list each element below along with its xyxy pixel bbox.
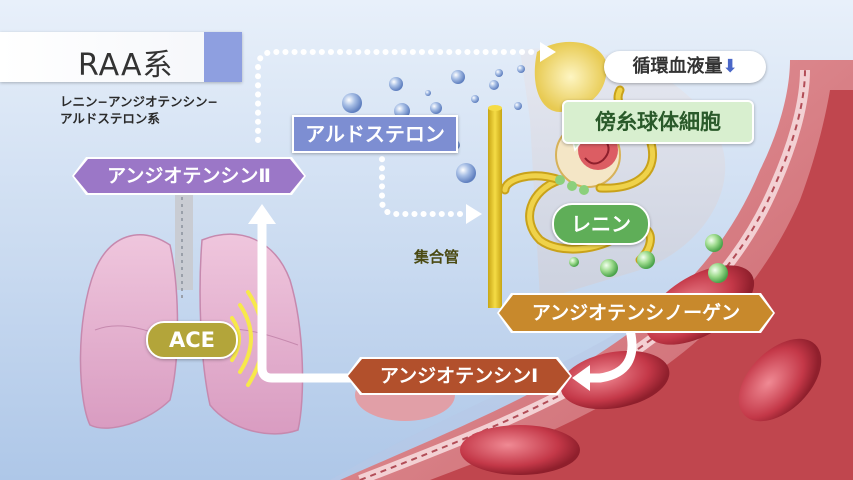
title-accent xyxy=(204,32,242,82)
blood-vessel-icon xyxy=(330,60,853,480)
aldosterone-label: アルドステロン xyxy=(292,115,458,153)
title-bar: RAA系 xyxy=(0,32,242,83)
dotted-arrow-head xyxy=(466,204,482,224)
angiotensinogen-label: アンジオテンシノーゲン xyxy=(499,295,773,331)
subtitle-line: レニン−アンジオテンシン− xyxy=(60,94,218,109)
collecting-duct-icon xyxy=(488,105,502,308)
renin-label: レニン xyxy=(552,203,650,245)
angiotensin-1-label: アンジオテンシンⅠ xyxy=(348,359,570,393)
lung-icon xyxy=(79,190,304,435)
dotted-arrow-icon xyxy=(255,49,543,217)
down-arrow-icon: ⬇ xyxy=(722,56,738,77)
ace-label: ACE xyxy=(146,321,238,359)
juxtaglomerular-label: 傍糸球体細胞 xyxy=(562,100,754,144)
flow-arrows xyxy=(248,204,637,391)
page-title: RAA系 xyxy=(78,48,174,83)
renin-particles xyxy=(569,234,728,307)
blood-volume-label: 循環血液量⬇ xyxy=(604,51,766,83)
angiotensin-2-label: アンジオテンシンⅡ xyxy=(74,159,304,193)
subtitle-line: アルドステロン系 xyxy=(60,111,160,126)
page-subtitle: レニン−アンジオテンシン− アルドステロン系 xyxy=(60,93,260,127)
blood-volume-text: 循環血液量 xyxy=(632,56,723,77)
collecting-duct-label: 集合管 xyxy=(414,248,460,266)
dotted-arrow-head xyxy=(540,42,556,62)
